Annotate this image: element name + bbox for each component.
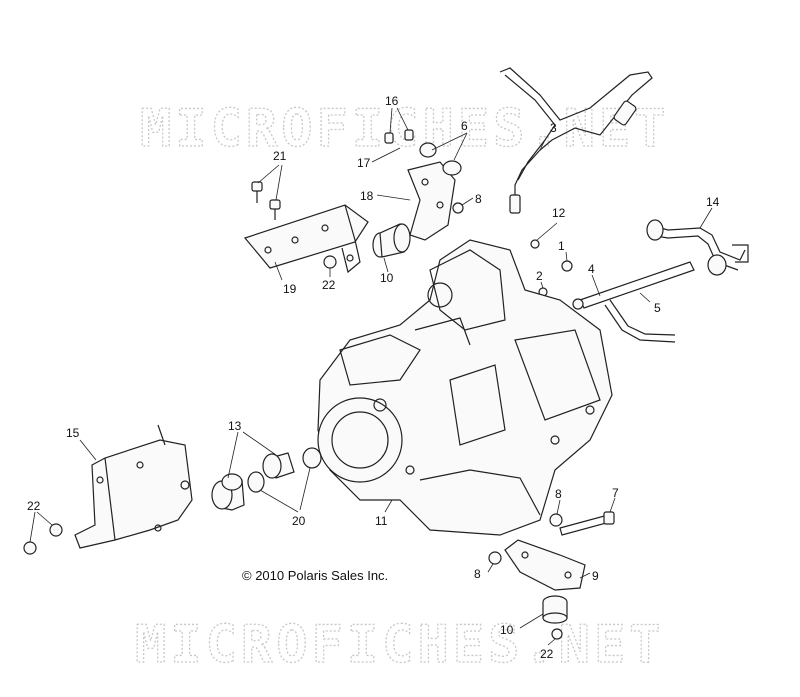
- callout-20: 20: [292, 514, 306, 528]
- part-8-nut-mid: [549, 513, 563, 527]
- callout-11: 11: [375, 514, 388, 528]
- callout-13: 13: [228, 419, 242, 433]
- part-10-mount-lower: [542, 595, 568, 624]
- callout-3: 3: [550, 121, 557, 135]
- callout-12: 12: [552, 206, 566, 220]
- part-19-plate: [243, 204, 369, 274]
- callout-19: 19: [283, 282, 297, 296]
- callout-1: 1: [558, 239, 565, 253]
- callout-9: 9: [592, 569, 599, 583]
- part-5-tube: [572, 261, 695, 343]
- part-22-nuts-left: [23, 523, 63, 555]
- callout-8-mid: 8: [555, 487, 562, 501]
- part-18-bracket: [407, 161, 456, 241]
- part-3-line: [499, 67, 653, 214]
- callout-10-lower: 10: [500, 623, 514, 637]
- part-1-nut: [561, 260, 573, 272]
- copyright-text: © 2010 Polaris Sales Inc.: [242, 568, 388, 583]
- callout-22-lower: 22: [540, 647, 554, 661]
- part-13-mounts: [211, 452, 295, 511]
- part-8-nut-lower: [488, 551, 502, 565]
- callout-14: 14: [706, 195, 720, 209]
- part-7-bolt: [559, 511, 615, 536]
- part-22-nut-upper: [323, 255, 337, 269]
- callout-5: 5: [654, 301, 661, 315]
- callout-21: 21: [273, 149, 287, 163]
- callout-22-upper: 22: [322, 278, 336, 292]
- part-8-nut-upper: [452, 202, 464, 214]
- callout-8-lower: 8: [474, 567, 481, 581]
- callout-8-upper: 8: [475, 192, 482, 206]
- part-6-grommets: [419, 142, 462, 176]
- part-22-nut-lower: [551, 628, 563, 640]
- callout-7: 7: [612, 486, 619, 500]
- part-10-mount-upper: [372, 223, 411, 258]
- callout-17: 17: [357, 156, 371, 170]
- leader-lines: [29, 107, 713, 646]
- callout-6: 6: [461, 119, 468, 133]
- part-15-bracket: [74, 424, 193, 549]
- callout-15: 15: [66, 426, 80, 440]
- part-12-fitting: [530, 239, 540, 249]
- callout-22-left: 22: [27, 499, 41, 513]
- part-21-bolts: [251, 181, 281, 220]
- callout-2: 2: [536, 269, 543, 283]
- callout-10-upper: 10: [380, 271, 394, 285]
- part-16-bolts: [384, 129, 414, 144]
- part-9-bracket: [504, 539, 586, 591]
- watermark-bottom: MICROFICHES.NET: [135, 615, 665, 675]
- callout-16: 16: [385, 94, 399, 108]
- callout-18: 18: [360, 189, 374, 203]
- part-14-hose: [646, 219, 749, 276]
- part-20-washers: [247, 447, 322, 493]
- callout-4: 4: [588, 262, 595, 276]
- part-11-engine: [317, 239, 613, 536]
